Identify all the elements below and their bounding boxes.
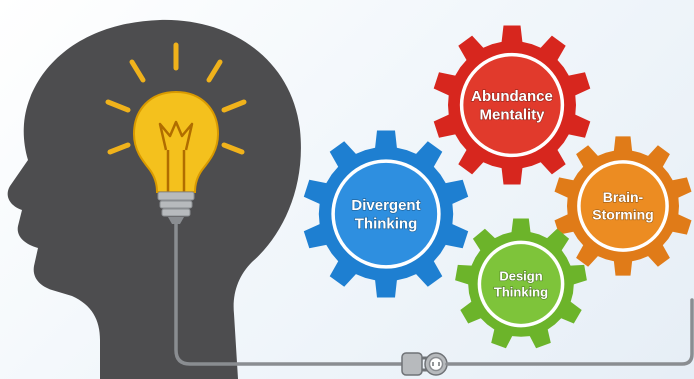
gear-label: Thinking — [494, 285, 548, 300]
gear-label: Storming — [592, 207, 653, 223]
gear-label: Thinking — [355, 216, 418, 233]
gear-label: Design — [499, 268, 542, 283]
gear-hub — [577, 160, 669, 252]
light-rays — [105, 42, 247, 155]
gear-label: Mentality — [479, 107, 545, 124]
gear-hub — [459, 52, 565, 158]
gear-brainstorming: Brain- Storming — [554, 136, 692, 276]
gear-hub — [477, 240, 565, 328]
power-cord — [174, 222, 406, 366]
power-socket-icon — [424, 352, 448, 376]
gear-label: Abundance — [471, 88, 553, 105]
gear-label: Divergent — [351, 197, 420, 214]
head-silhouette-icon — [7, 19, 301, 379]
gear-hub — [331, 159, 441, 269]
gear-label: Brain- — [603, 189, 644, 205]
light-bulb-icon — [132, 90, 220, 224]
